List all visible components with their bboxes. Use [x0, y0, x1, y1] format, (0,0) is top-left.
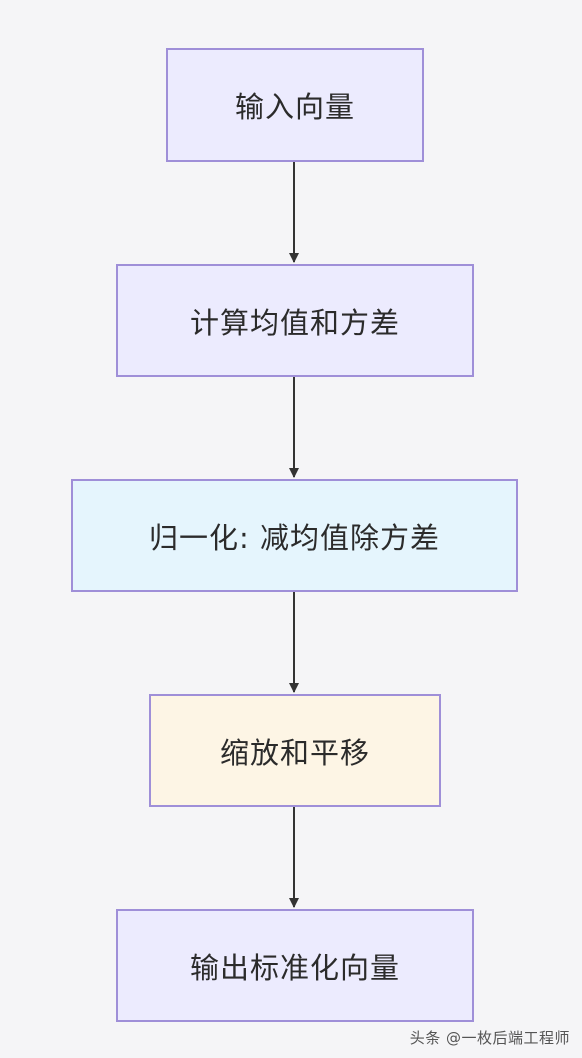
- node-scale-shift: 缩放和平移: [149, 694, 441, 807]
- node-output-normalized-vector: 输出标准化向量: [116, 909, 474, 1022]
- node-normalize: 归一化: 减均值除方差: [71, 479, 518, 592]
- node-label: 计算均值和方差: [189, 305, 400, 340]
- node-label: 缩放和平移: [219, 735, 370, 770]
- node-input-vector: 输入向量: [166, 48, 424, 162]
- node-compute-mean-variance: 计算均值和方差: [116, 264, 474, 377]
- watermark: 头条 @一枚后端工程师: [409, 1029, 570, 1047]
- node-label: 输入向量: [234, 90, 355, 124]
- node-label: 归一化: 减均值除方差: [149, 520, 440, 555]
- node-label: 输出标准化向量: [189, 950, 400, 985]
